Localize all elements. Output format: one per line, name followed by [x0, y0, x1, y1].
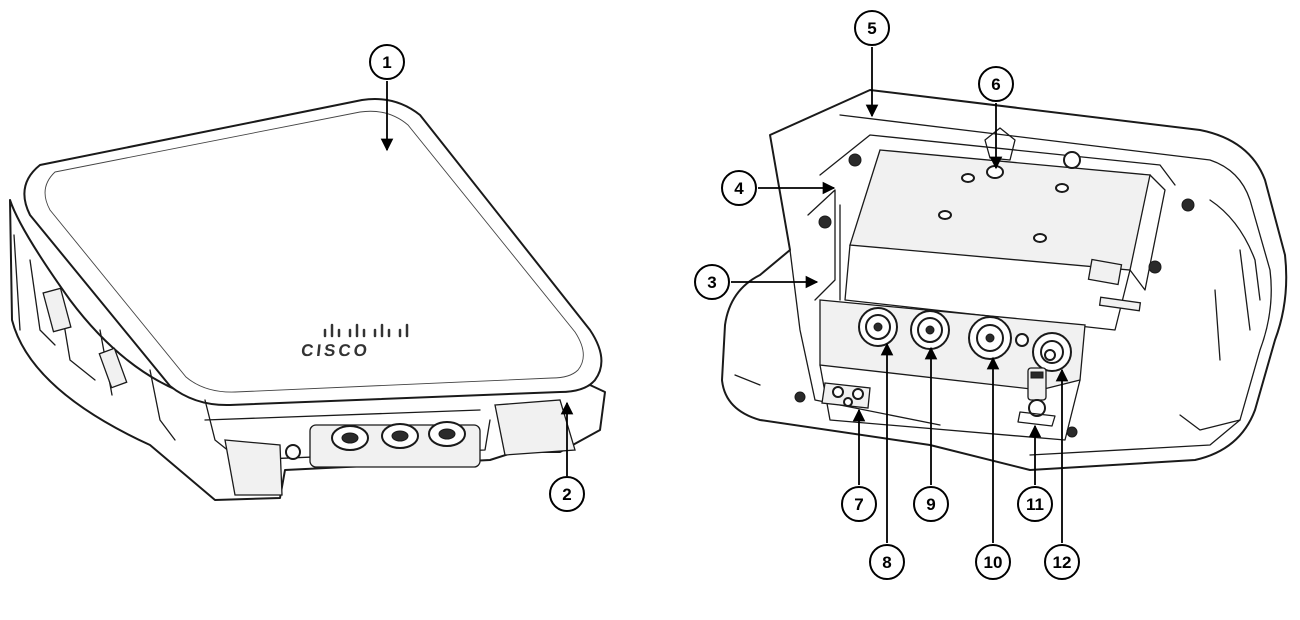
back-outer-housing: [721, 89, 1288, 471]
callout-8: 8: [869, 342, 905, 580]
antenna-connector: [1017, 367, 1056, 427]
callout-7: 7: [841, 408, 877, 522]
callout-1: 1: [369, 44, 405, 152]
front-top-lid: [23, 98, 603, 407]
svg-text:3: 3: [707, 273, 716, 292]
back-inner-frame: [839, 114, 1272, 421]
callout-9: 9: [913, 346, 949, 522]
svg-text:10: 10: [984, 553, 1003, 572]
svg-text:1: 1: [382, 53, 391, 72]
grounding-lug: [821, 382, 871, 409]
svg-text:6: 6: [991, 75, 1000, 94]
callout-3: 3: [694, 264, 819, 300]
svg-text:7: 7: [854, 495, 863, 514]
cisco-logo-text: CISCO: [300, 341, 371, 360]
front-ports: [285, 421, 481, 468]
callout-10: 10: [975, 356, 1011, 580]
callout-11: 11: [1017, 424, 1053, 522]
callout-5: 5: [854, 10, 890, 118]
callout-6: 6: [978, 66, 1014, 170]
svg-text:9: 9: [926, 495, 935, 514]
callout-12: 12: [1044, 368, 1080, 580]
front-view-access-point: CISCO: [9, 98, 606, 501]
svg-text:2: 2: [562, 485, 571, 504]
svg-text:12: 12: [1053, 553, 1072, 572]
front-right-foot: [494, 399, 576, 456]
svg-text:4: 4: [734, 179, 744, 198]
front-lid-inner-edge: [44, 110, 584, 393]
cisco-logo: CISCO: [300, 323, 409, 360]
callout-4: 4: [721, 170, 836, 206]
plate-screw-holes: [938, 165, 1069, 243]
svg-text:5: 5: [867, 19, 876, 38]
callout-2: 2: [549, 401, 585, 512]
svg-text:8: 8: [882, 553, 891, 572]
back-view-access-point: [721, 89, 1288, 471]
svg-text:11: 11: [1026, 495, 1044, 514]
front-left-foot: [224, 439, 283, 496]
